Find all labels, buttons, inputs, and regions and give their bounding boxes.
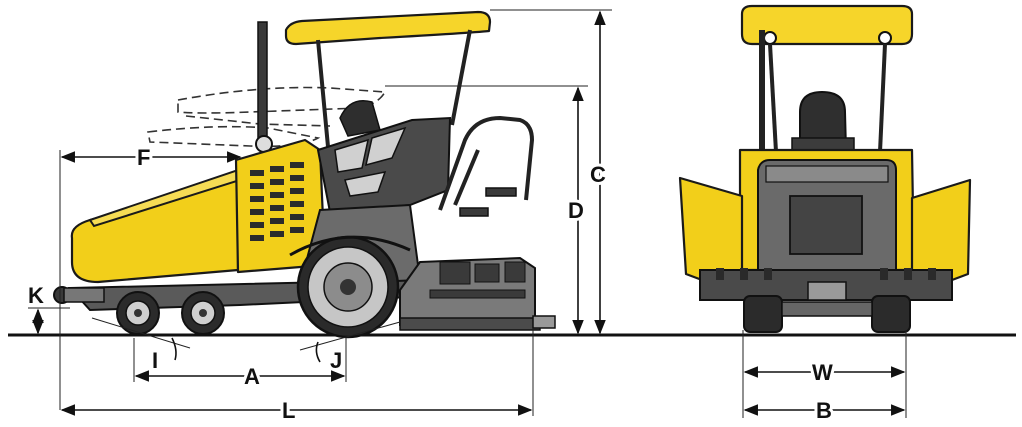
side-view-paver — [53, 10, 556, 339]
hood-grille — [250, 162, 304, 241]
rear-screed-bar — [781, 301, 873, 317]
screed-end-gate — [532, 315, 556, 329]
rear-drive-wheel — [296, 235, 400, 339]
label-b: B — [816, 398, 832, 423]
rear-access-door — [789, 195, 863, 255]
rear-step-lower — [459, 207, 489, 217]
rear-operator-seat — [799, 90, 848, 151]
label-d: D — [568, 198, 584, 223]
canopy-pivot-left — [763, 31, 777, 45]
dimension-a: A — [133, 338, 347, 392]
exhaust-stack — [257, 21, 268, 141]
dimension-l: L — [60, 330, 534, 426]
rear-view-paver — [678, 4, 972, 333]
hopper-wing-left — [678, 176, 744, 282]
front-bogie-wheel-2 — [181, 291, 225, 335]
rear-top-plate — [765, 165, 889, 183]
label-i: I — [152, 348, 158, 373]
rear-chassis-teeth — [716, 268, 936, 280]
rear-canopy-post-left — [768, 43, 778, 153]
dimension-j: J — [299, 321, 401, 373]
label-c: C — [590, 162, 606, 187]
rear-wheel-left — [743, 295, 783, 333]
rear-canopy-roof — [740, 4, 914, 46]
hopper-wing-right — [910, 178, 972, 282]
label-w: W — [812, 360, 833, 385]
screed-details — [429, 261, 526, 299]
dimension-k: K — [28, 283, 70, 335]
rear-handrail — [438, 116, 534, 211]
dimension-c: C — [490, 9, 612, 335]
label-a: A — [244, 364, 260, 389]
dimension-b: B — [743, 395, 906, 426]
canopy-roof — [284, 10, 492, 46]
cab-windows — [334, 126, 407, 197]
label-j: J — [330, 348, 342, 373]
drive-wheel-fender — [289, 235, 411, 257]
canopy-post-rear — [450, 29, 472, 126]
rear-hitch — [807, 281, 847, 301]
rear-step — [485, 187, 517, 197]
hopper-body — [70, 176, 240, 284]
label-f: F — [137, 145, 150, 170]
operator-seat — [339, 100, 381, 137]
dimension-f: F — [59, 142, 242, 410]
label-k: K — [28, 283, 44, 308]
rear-wheel-right — [871, 295, 911, 333]
front-bogie-wheel-1 — [116, 291, 160, 335]
dimension-w: W — [742, 330, 907, 418]
dimension-d: D — [385, 85, 588, 335]
label-l: L — [282, 398, 295, 423]
rear-canopy-post-right — [878, 43, 887, 153]
dimension-i: I — [91, 317, 191, 373]
canopy-pivot-right — [878, 31, 892, 45]
front-bumper — [63, 287, 105, 303]
screed-plate — [399, 317, 541, 331]
